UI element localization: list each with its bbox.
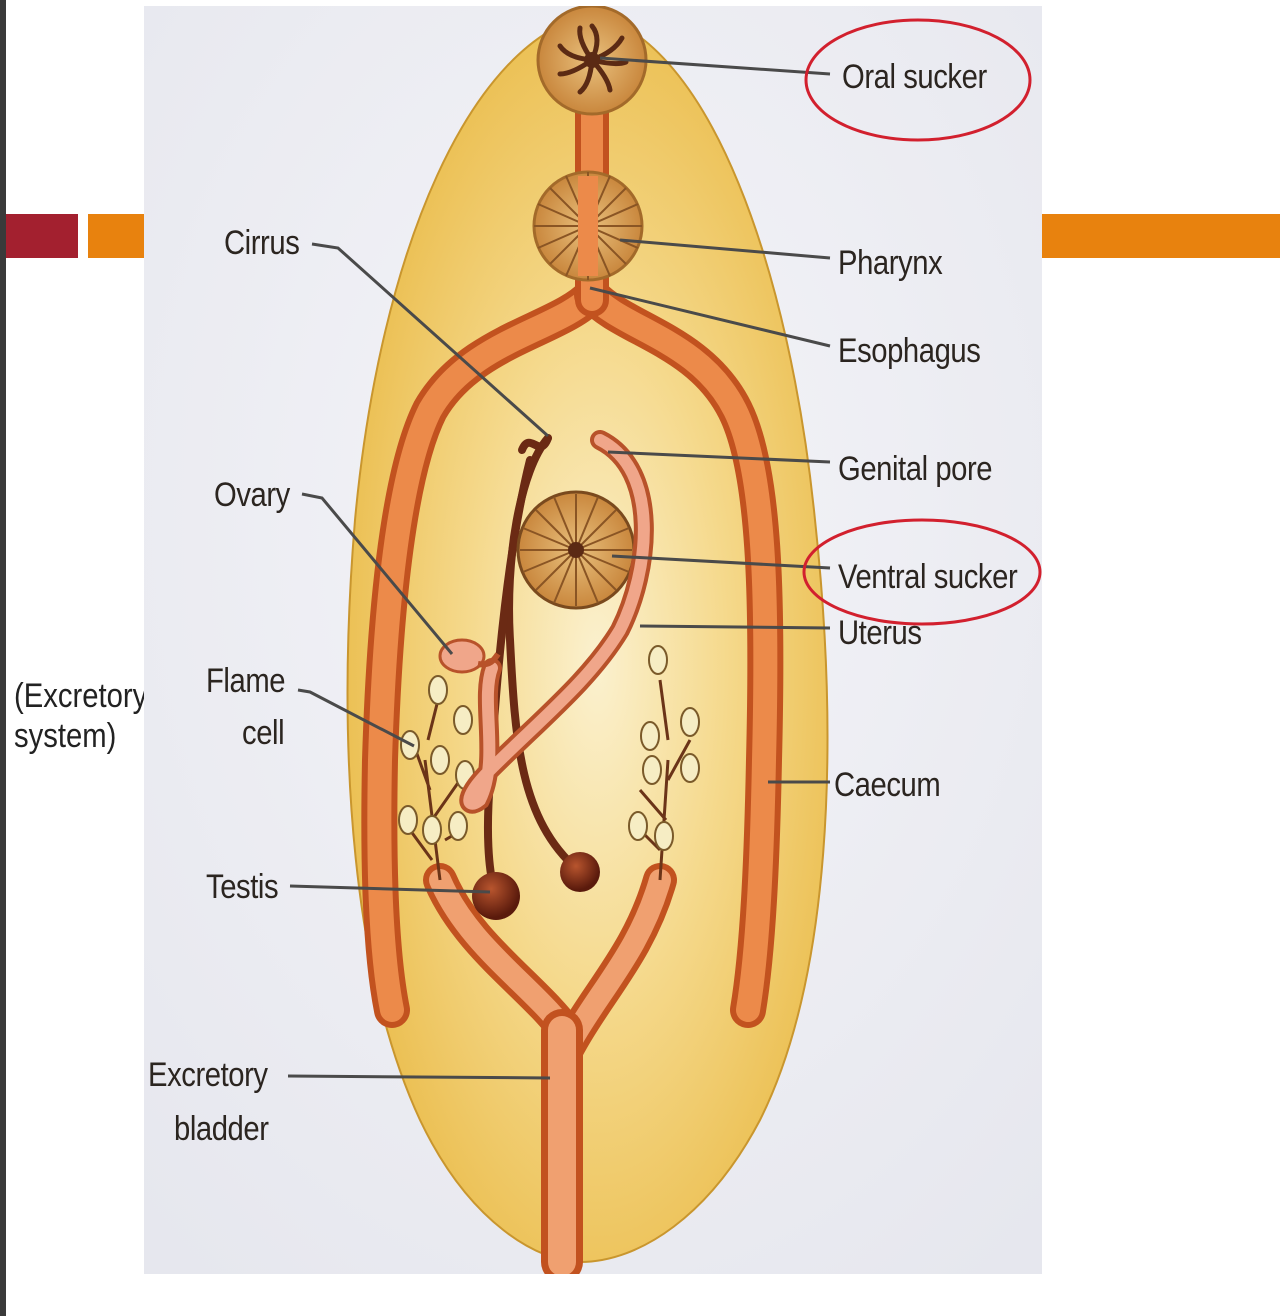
fluke-anatomy-figure: Oral sucker Pharynx Esophagus Genital po… — [144, 6, 1042, 1274]
ventral-sucker — [518, 492, 634, 608]
accent-bar-orange-left — [88, 214, 144, 258]
accent-bar-red — [6, 214, 78, 258]
label-caecum: Caecum — [834, 766, 940, 805]
label-flame-cell-line2: cell — [242, 714, 284, 753]
slide-left-edge — [0, 0, 6, 1316]
label-pharynx: Pharynx — [838, 244, 942, 283]
testis-left — [472, 872, 520, 920]
label-ovary: Ovary — [214, 476, 290, 515]
label-testis: Testis — [206, 868, 278, 907]
excretory-system-note: (Excretory system) — [14, 676, 147, 756]
label-uterus: Uterus — [838, 614, 922, 653]
label-esophagus: Esophagus — [838, 332, 980, 371]
testis-right — [560, 852, 600, 892]
label-ventral-sucker: Ventral sucker — [838, 558, 1017, 597]
label-cirrus: Cirrus — [224, 224, 299, 263]
label-excretory-bladder-line2: bladder — [174, 1110, 269, 1149]
label-flame-cell-line1: Flame — [206, 662, 285, 701]
pharynx — [534, 172, 642, 280]
label-oral-sucker: Oral sucker — [842, 58, 987, 97]
label-excretory-bladder-line1: Excretory — [148, 1056, 268, 1095]
accent-bar-orange-right — [1042, 214, 1280, 258]
label-genital-pore: Genital pore — [838, 450, 992, 489]
